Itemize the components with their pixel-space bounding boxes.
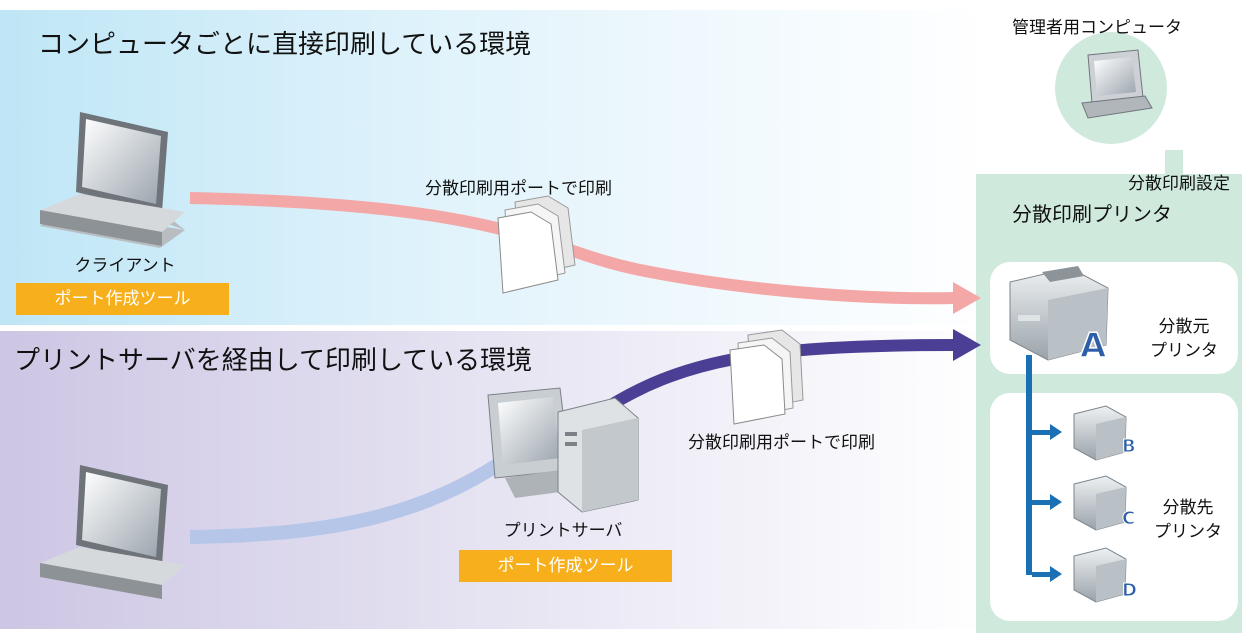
printer-icon — [1073, 475, 1127, 531]
admin-computer-label: 管理者用コンピュータ — [1012, 18, 1182, 38]
direct-print-path — [189, 192, 956, 305]
dest-printer-letter: B — [1122, 436, 1137, 458]
client-label: クライアント — [74, 256, 176, 276]
dest-printer-label-line2: プリンタ — [1154, 522, 1222, 542]
server-print-arrow-label: 分散印刷用ポートで印刷 — [688, 433, 875, 453]
printer-panel-title: 分散印刷プリンタ — [1012, 202, 1172, 226]
source-printer-label-line2: プリンタ — [1150, 341, 1218, 361]
dest-printer-label-line1: 分散先 — [1162, 498, 1214, 518]
source-printer-letter: A — [1079, 325, 1107, 367]
port-tool-tag: ポート作成ツール — [459, 550, 672, 582]
direct-print-arrow-label: 分散印刷用ポートで印刷 — [425, 179, 612, 199]
port-tool-tag: ポート作成ツール — [16, 283, 229, 315]
laptop-icon — [40, 465, 185, 599]
server-print-title: プリントサーバを経由して印刷している環境 — [14, 346, 533, 376]
document-icon — [497, 195, 576, 294]
server-print-arrowhead — [953, 329, 981, 361]
direct-print-arrowhead — [953, 282, 981, 314]
distributed-print-setting-label: 分散印刷設定 — [1128, 174, 1230, 194]
admin-connector — [1165, 150, 1183, 176]
document-icon — [729, 329, 804, 425]
printer-icon — [1073, 405, 1127, 461]
desktop-computer-icon — [1081, 49, 1153, 119]
laptop-icon — [40, 112, 185, 248]
print-server-label: プリントサーバ — [503, 521, 623, 541]
printer-icon — [1073, 547, 1127, 603]
distribution-tree — [1026, 355, 1062, 582]
source-printer-label-line1: 分散元 — [1158, 317, 1210, 337]
dest-printer-letter: D — [1122, 580, 1138, 602]
server-computer-icon — [487, 387, 639, 513]
client-to-server-path — [189, 449, 517, 544]
printer-icon — [1009, 266, 1109, 361]
dest-printer-letter: C — [1121, 508, 1136, 530]
direct-print-title: コンピュータごとに直接印刷している環境 — [38, 30, 532, 60]
